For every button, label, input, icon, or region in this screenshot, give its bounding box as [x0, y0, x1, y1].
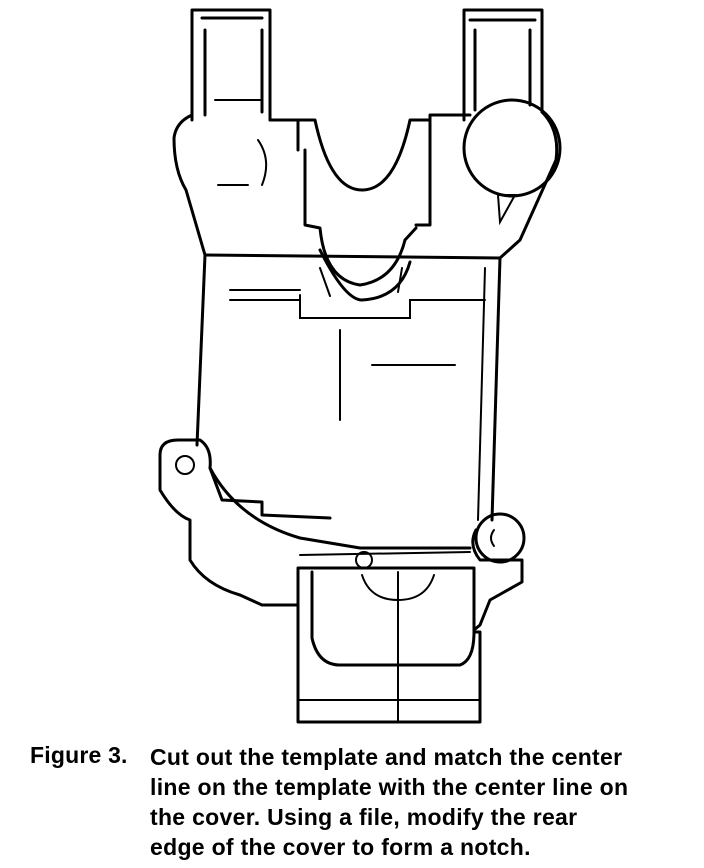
mounting-flange — [158, 438, 526, 632]
caption-line: the cover. Using a file, modify the rear — [150, 804, 578, 830]
center-saddle — [296, 118, 432, 302]
distributor-cover-drawing — [158, 8, 562, 724]
caption-line: Cut out the template and match the cente… — [150, 744, 623, 770]
figure-label: Figure 3. — [30, 742, 128, 768]
main-body — [195, 253, 502, 522]
figure-caption-text: Cut out the template and match the cente… — [150, 742, 690, 862]
right-tower — [414, 8, 562, 260]
caption-line: line on the template with the center lin… — [150, 774, 629, 800]
left-tower — [172, 8, 300, 257]
caption-line: edge of the cover to form a notch. — [150, 834, 531, 860]
template-notch — [296, 566, 482, 724]
